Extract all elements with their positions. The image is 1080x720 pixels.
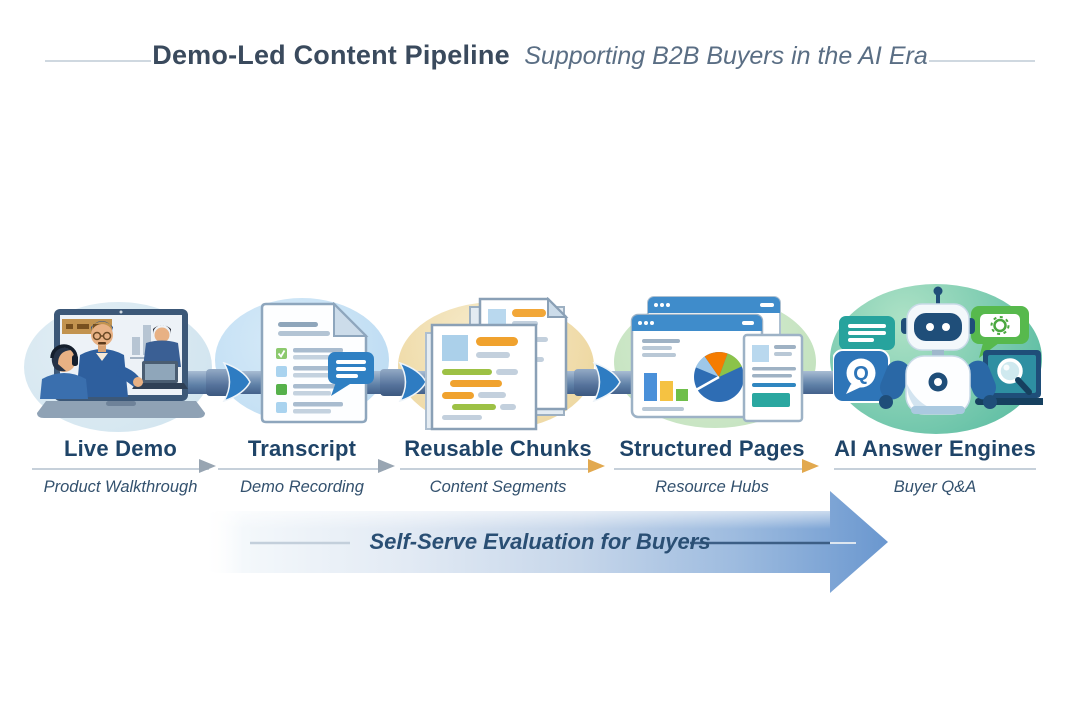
stage-label-structured-pages: Structured Pages Resource Hubs (610, 436, 814, 497)
stage-title: Transcript (247, 436, 357, 461)
stage-title: Reusable Chunks (404, 436, 592, 461)
gear-icon (990, 316, 1010, 335)
robot-icon (879, 286, 997, 415)
headphones-icon (50, 344, 78, 359)
header-rule-left (45, 60, 151, 62)
laptop-video-call-icon (37, 309, 205, 418)
stage-underline (218, 468, 386, 470)
chevron-right-icon (222, 362, 251, 402)
stage-underline (32, 468, 209, 470)
magnifier-icon (997, 358, 1032, 395)
stage-label-ai-answer-engines: AI Answer Engines Buyer Q&A (830, 436, 1040, 497)
pipe-coupling (206, 369, 230, 396)
document-speech-bubble-icon (260, 302, 374, 424)
self-serve-arrow (202, 491, 888, 593)
stage-sublabel: Product Walkthrough (43, 478, 198, 496)
stage-sublabel: Resource Hubs (655, 478, 769, 496)
pipe-coupling (574, 369, 598, 396)
stage-underline (834, 468, 1036, 470)
page-title-subtitle: Supporting B2B Buyers in the AI Era (524, 42, 928, 70)
stage-underline (400, 468, 596, 470)
speech-bubble-icon (328, 352, 374, 396)
stage-label-transcript: Transcript Demo Recording (214, 436, 390, 497)
self-serve-arrow-label: Self-Serve Evaluation for Buyers (369, 529, 711, 554)
connector-arrow-icon (378, 459, 395, 473)
chevron-right-icon (592, 362, 621, 402)
question-bubble-icon: Q (833, 349, 890, 403)
chevron-right-icon (398, 362, 427, 402)
gear-bubble-icon (971, 306, 1029, 358)
stage-title: Live Demo (63, 436, 178, 461)
stage-sublabel: Buyer Q&A (893, 478, 977, 496)
connector-arrow-icon (802, 459, 819, 473)
connector-arrow-icon (588, 459, 605, 473)
stage-label-live-demo: Live Demo Product Walkthrough (28, 436, 213, 497)
robot-assistant-icon: Q (833, 286, 1043, 415)
connector-arrow-icon (199, 459, 216, 473)
pipe-coupling (380, 369, 404, 396)
stage-sublabel: Demo Recording (240, 478, 364, 496)
stage-title: AI Answer Engines (834, 436, 1036, 461)
header-rule-right (929, 60, 1035, 62)
q-letter: Q (853, 363, 869, 385)
stage-label-reusable-chunks: Reusable Chunks Content Segments (396, 436, 600, 497)
bar-chart-icon (644, 373, 688, 401)
stage-underline (614, 468, 810, 470)
stage-sublabel: Content Segments (429, 478, 567, 496)
browser-charts-icon (630, 296, 804, 423)
page-title: Demo-Led Content Pipeline Supporting B2B… (0, 40, 1080, 71)
stacked-pages-icon (425, 297, 569, 431)
pie-chart-icon (694, 351, 744, 402)
page-title-main: Demo-Led Content Pipeline (152, 40, 510, 70)
stage-title: Structured Pages (619, 436, 805, 461)
